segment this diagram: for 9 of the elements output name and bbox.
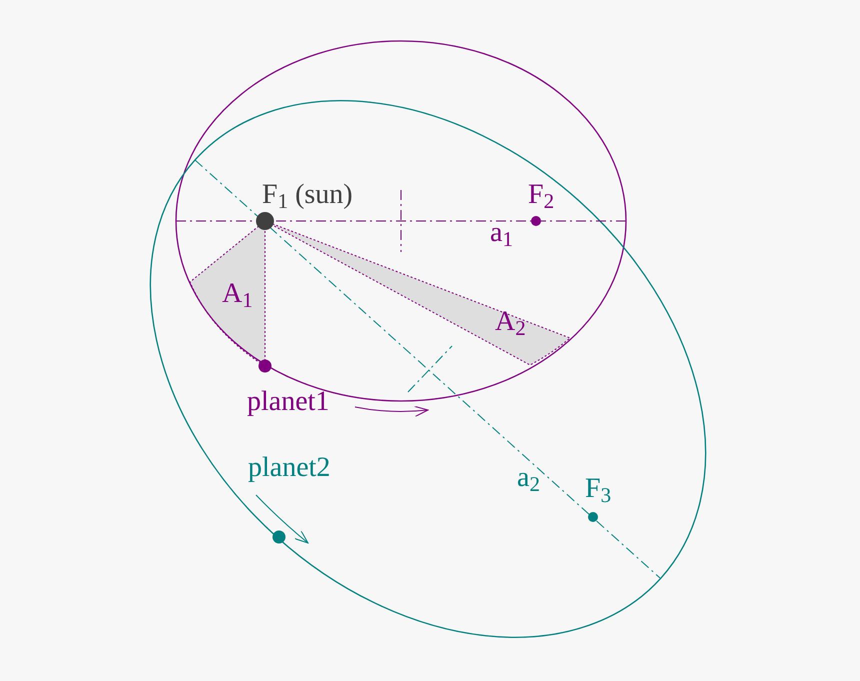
planet-label: planet1 xyxy=(247,388,330,416)
area-label: A$_{2}$ xyxy=(495,308,526,336)
axis-label: a$_{1}$ xyxy=(490,219,513,247)
focus-label: F$_{2}$ xyxy=(528,181,554,209)
area-label: A$_{1}$ xyxy=(222,280,253,308)
focus-label: F$_{1}$ (sun) xyxy=(262,181,353,209)
axis-label: a$_{2}$ xyxy=(517,464,540,492)
focus-label: F$_{3}$ xyxy=(585,475,612,503)
planet-label: planet2 xyxy=(248,454,330,482)
